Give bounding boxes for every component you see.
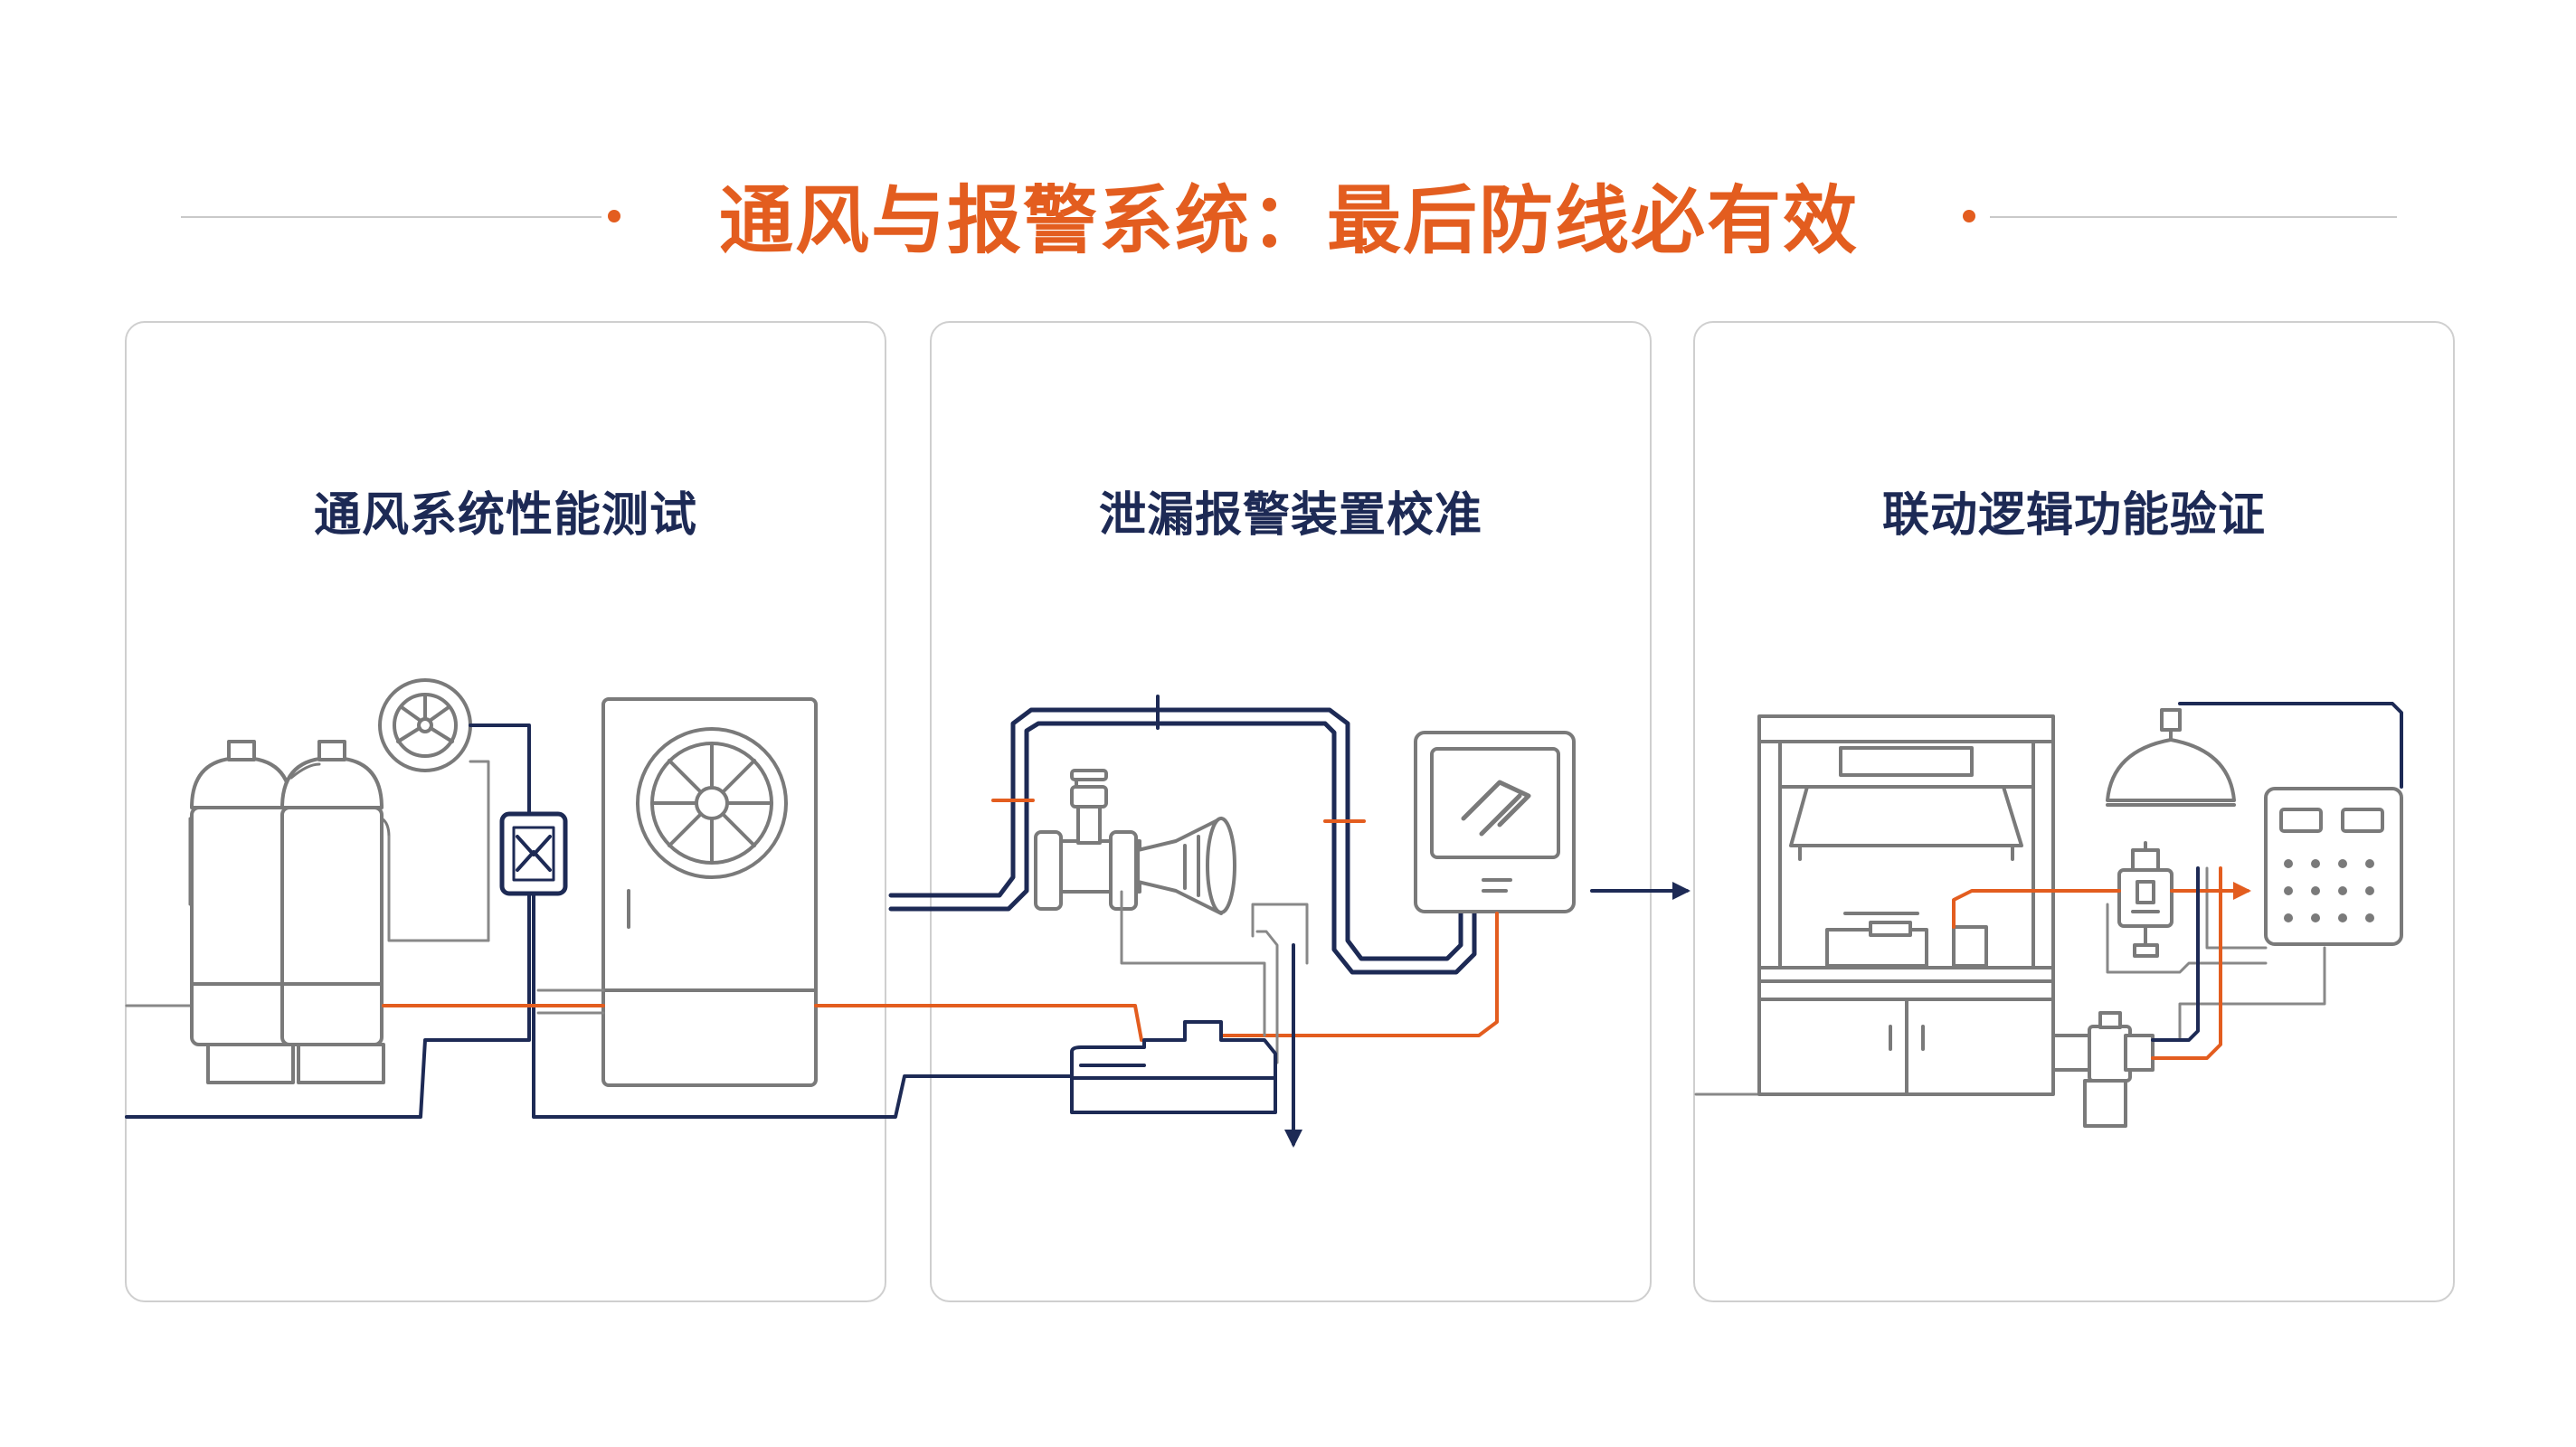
fume-hood-icon — [1757, 714, 2055, 1096]
panel-title-linkage: 联动逻辑功能验证 — [1881, 488, 2266, 543]
detector-panel-icon — [1414, 731, 1576, 913]
pump-icon — [1070, 1020, 1277, 1114]
gas-cylinder-icon — [188, 740, 391, 1084]
header: 通风与报警系统：最后防线必有效 — [0, 163, 2576, 280]
control-box-icon — [2264, 787, 2403, 946]
fan-icon — [378, 678, 472, 772]
ventilation-cabinet-icon — [601, 697, 818, 1087]
pipe-fitting-icon — [2051, 1011, 2155, 1128]
panel-title-ventilation: 通风系统性能测试 — [313, 488, 697, 543]
valve-icon — [1034, 769, 1141, 911]
alarm-horn-icon — [1136, 817, 1236, 915]
title-divider-left — [181, 216, 601, 218]
panel-title-alarm: 泄漏报警装置校准 — [1098, 488, 1482, 543]
page-title: 通风与报警系统：最后防线必有效 — [718, 178, 1859, 264]
title-divider-right — [1990, 216, 2397, 218]
title-dot-right — [1963, 210, 1975, 222]
title-dot-left — [608, 210, 620, 222]
solenoid-valve-icon — [2117, 841, 2174, 958]
controller-icon — [499, 811, 568, 896]
lamp-icon — [2106, 708, 2236, 807]
